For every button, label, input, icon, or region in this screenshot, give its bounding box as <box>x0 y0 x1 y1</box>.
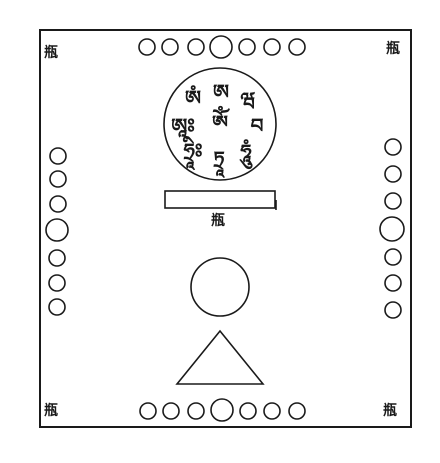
circle <box>187 402 205 420</box>
circle <box>48 298 66 316</box>
triangle <box>175 329 265 385</box>
circle <box>384 138 402 156</box>
mantra-ring-syllable: བ <box>251 114 264 138</box>
corner-label-bottom-right: 瓶 <box>383 403 397 419</box>
circle <box>49 170 67 188</box>
mantra-ring-syllable: ཧྲཱིཿ <box>183 136 203 171</box>
circle <box>49 195 67 213</box>
circle <box>263 402 281 420</box>
center-label: 瓶 <box>211 213 225 229</box>
mantra-ring-syllable: ཧཱུཾ <box>238 139 253 170</box>
left-circle-column <box>45 147 69 316</box>
circle <box>162 402 180 420</box>
large-circle <box>190 257 250 317</box>
circle <box>238 38 256 56</box>
mantra-ring-syllable: ཨཾ <box>185 85 201 110</box>
offering-rectangle <box>164 190 276 209</box>
circle <box>139 402 157 420</box>
mantra-ring-syllable: ཝ <box>241 88 256 112</box>
circle <box>384 274 402 292</box>
circle <box>379 216 405 242</box>
circle <box>138 38 156 56</box>
corner-label-top-right: 瓶 <box>386 41 400 57</box>
circle <box>384 301 402 319</box>
circle <box>187 38 205 56</box>
circle <box>49 147 67 165</box>
top-circle-row <box>138 35 306 59</box>
circle <box>239 402 257 420</box>
circle <box>384 165 402 183</box>
circle <box>209 35 233 59</box>
circle <box>263 38 281 56</box>
circle <box>48 274 66 292</box>
corner-label-top-left: 瓶 <box>44 45 58 61</box>
circle <box>384 192 402 210</box>
circle <box>288 38 306 56</box>
circle <box>45 218 69 242</box>
mantra-ring-syllable: ཨ <box>213 80 229 104</box>
corner-label-bottom-left: 瓶 <box>44 403 58 419</box>
mantra-wheel <box>163 67 277 181</box>
circle <box>210 398 234 422</box>
circle <box>384 248 402 266</box>
circle <box>48 249 66 267</box>
circle <box>161 38 179 56</box>
bottom-circle-row <box>139 398 306 422</box>
mantra-center-syllable: ༀ <box>212 106 231 135</box>
circle <box>288 402 306 420</box>
mantra-ring-syllable: ཨཱཿ <box>171 114 195 140</box>
right-circle-column <box>379 138 405 319</box>
